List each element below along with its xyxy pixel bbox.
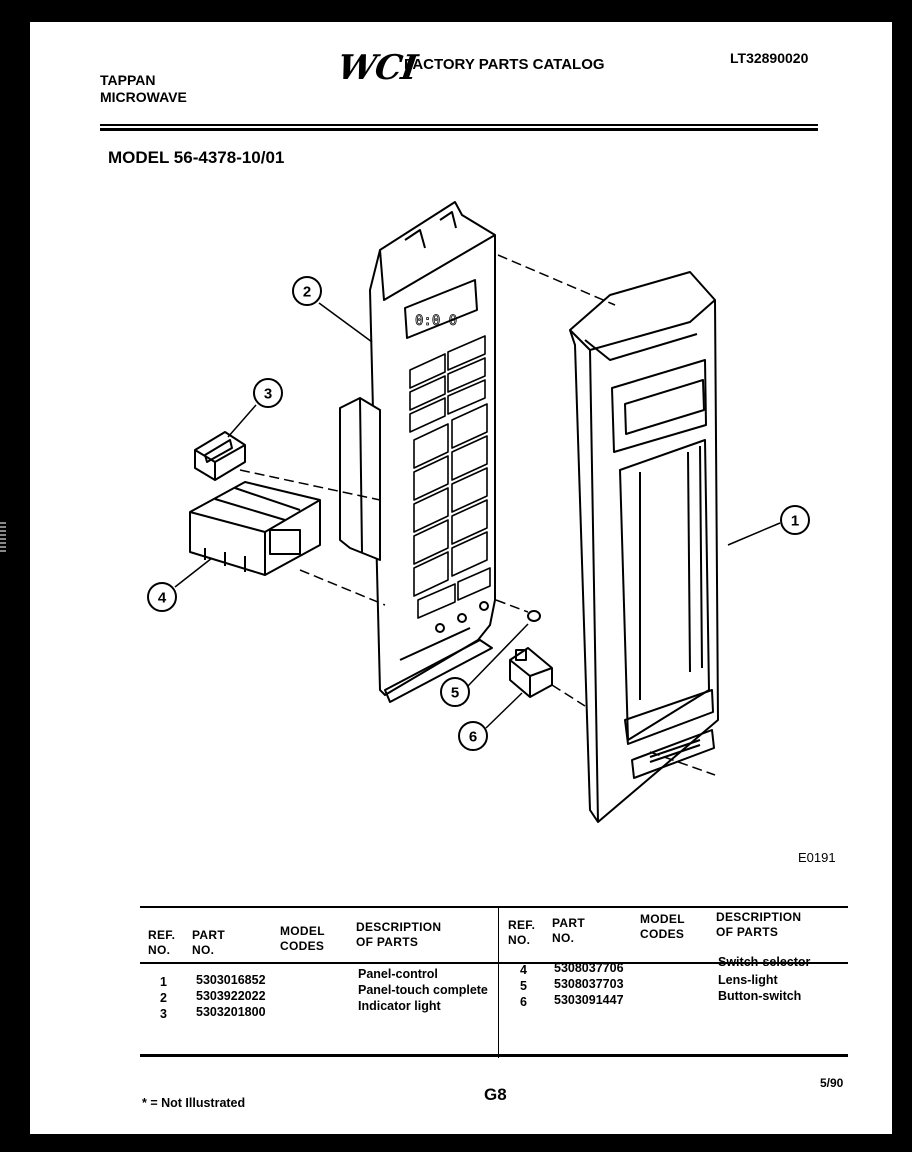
svg-text:6: 6 [469, 729, 477, 746]
model-number: MODEL 56-4378-10/01 [108, 148, 285, 167]
catalog-code: LT32890020 [730, 50, 809, 66]
table-row-desc: Panel-touch complete [358, 983, 488, 997]
table-row-ref: 1 [160, 975, 167, 989]
callout-5: 5 [440, 677, 470, 707]
col-header-model-left: MODEL CODES [280, 924, 325, 953]
table-row-ref: 4 [520, 963, 527, 977]
table-top-rule [140, 906, 848, 908]
panel-control-part [569, 271, 719, 823]
callout-4: 4 [147, 582, 177, 612]
callout-1: 1 [780, 505, 810, 535]
indicator-light-part [194, 431, 246, 481]
table-row-part: 5308037706 [554, 961, 624, 975]
panel-touch-part: 0:0 0 [339, 201, 496, 703]
table-row-desc: Panel-control [358, 967, 438, 981]
footnote: * = Not Illustrated [142, 1096, 246, 1110]
col-header-ref-right: REF. NO. [508, 918, 536, 947]
page-number: G8 [484, 1085, 507, 1104]
lens-light-part [527, 610, 541, 622]
col-header-desc-left: DESCRIPTION OF PARTS [356, 920, 442, 949]
svg-text:2: 2 [303, 284, 311, 301]
table-row-desc: Lens-light [718, 973, 778, 987]
table-row-part: 5308037703 [554, 977, 624, 991]
brand-block: TAPPAN MICROWAVE [100, 72, 187, 106]
table-row-part: 5303091447 [554, 993, 624, 1007]
callout-markers: 1 2 3 4 5 6 [147, 276, 810, 751]
table-row-desc: Indicator light [358, 999, 441, 1013]
svg-text:0:0 0: 0:0 0 [415, 313, 457, 329]
brand-name: TAPPAN [100, 72, 156, 88]
scan-edge-mark [0, 522, 6, 552]
table-bottom-rule [140, 1054, 848, 1057]
svg-text:1: 1 [791, 513, 799, 530]
table-header-rule [140, 962, 848, 964]
revision-date: 5/90 [820, 1076, 844, 1090]
catalog-title: FACTORY PARTS CATALOG [404, 56, 605, 73]
figure-code: E0191 [798, 850, 836, 865]
product-type: MICROWAVE [100, 89, 187, 105]
alignment-lines [239, 254, 716, 776]
col-header-part-right: PART NO. [552, 916, 585, 945]
table-row-part: 5303016852 [196, 973, 266, 987]
table-row-part: 5303201800 [196, 1005, 266, 1019]
table-row-ref: 6 [520, 995, 527, 1009]
col-header-ref-left: REF. NO. [148, 928, 176, 957]
header-rule [100, 124, 818, 126]
table-row-desc: Switch-selector [718, 955, 811, 969]
col-header-part-left: PART NO. [192, 928, 225, 957]
col-header-desc-right: DESCRIPTION OF PARTS [716, 910, 802, 939]
switch-selector-part [189, 481, 321, 576]
header-rule-thick [100, 128, 818, 131]
table-row-ref: 3 [160, 1007, 167, 1021]
callout-2: 2 [292, 276, 322, 306]
table-row-part: 5303922022 [196, 989, 266, 1003]
callout-leaders [174, 302, 781, 729]
svg-text:5: 5 [451, 685, 459, 702]
table-row-ref: 2 [160, 991, 167, 1005]
table-row-desc: Button-switch [718, 989, 802, 1003]
callout-6: 6 [458, 721, 488, 751]
svg-text:4: 4 [158, 590, 167, 607]
callout-3: 3 [253, 378, 283, 408]
table-row-ref: 5 [520, 979, 527, 993]
col-header-model-right: MODEL CODES [640, 912, 685, 941]
button-switch-part [509, 647, 553, 698]
svg-text:3: 3 [264, 386, 272, 403]
table-divider [498, 906, 499, 1058]
